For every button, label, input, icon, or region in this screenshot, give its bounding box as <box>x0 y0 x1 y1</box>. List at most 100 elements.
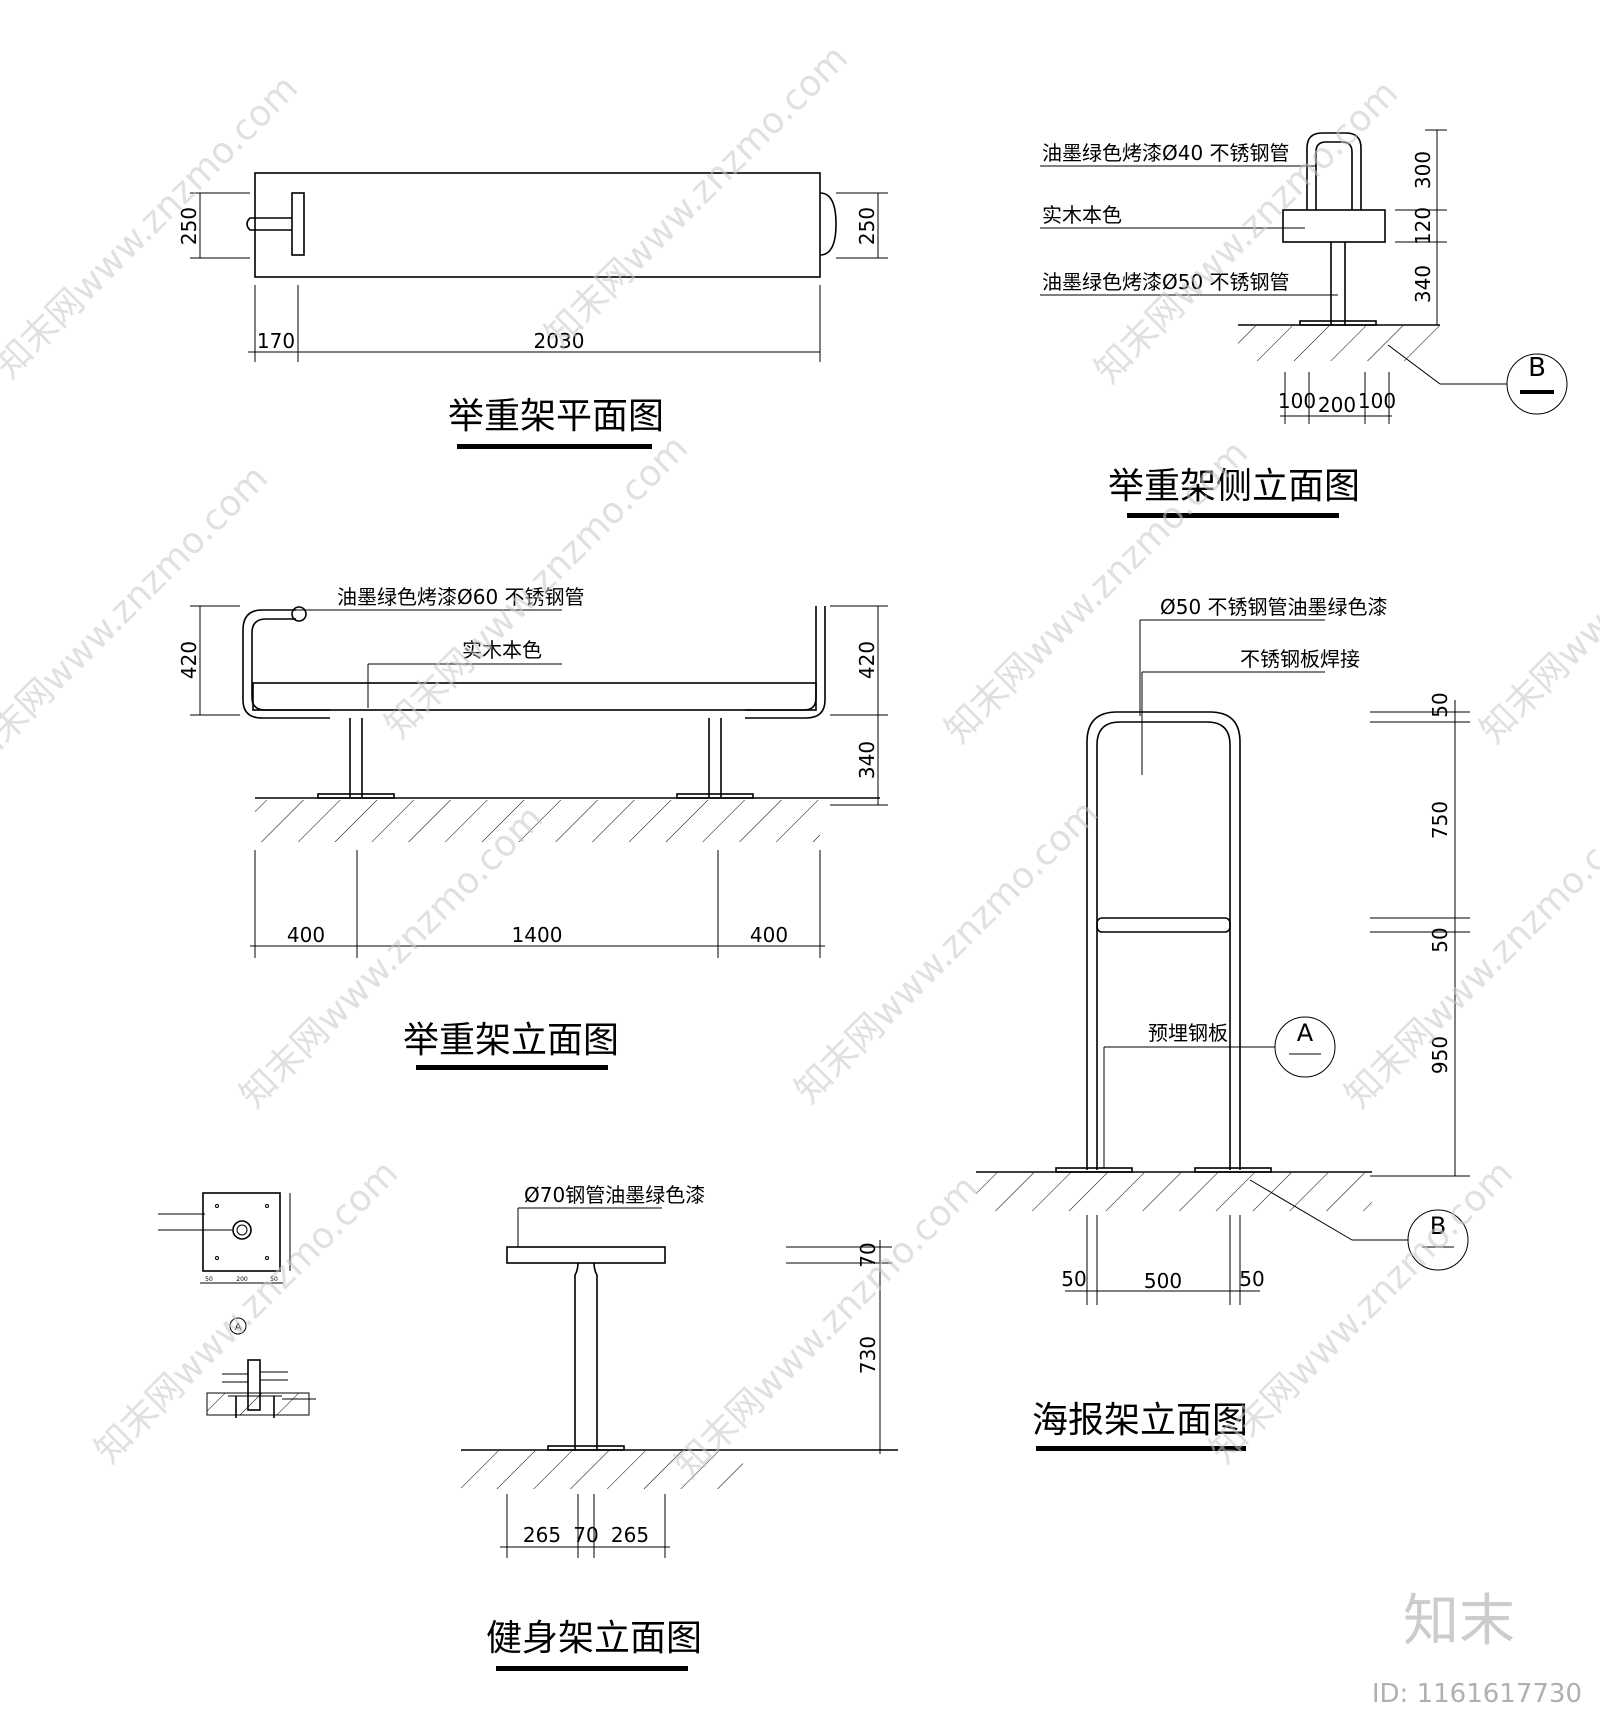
poster-label-tube50: Ø50 不锈钢管油墨绿色漆 <box>1160 595 1388 619</box>
detail-section-post <box>247 1359 261 1411</box>
poster-dim-750: 750 <box>1428 801 1452 839</box>
poster-dim-50-right: 50 <box>1239 1267 1264 1291</box>
fitness-label-tube70: Ø70钢管油墨绿色漆 <box>524 1183 705 1207</box>
plan-title-underline <box>457 444 652 449</box>
plan-dim-left: 250 <box>177 207 201 245</box>
poster-dim-50a: 50 <box>1428 692 1452 717</box>
side-ground-hatch <box>1238 326 1440 361</box>
detail-plate-plan <box>202 1192 281 1272</box>
front-ground-hatch <box>255 800 820 842</box>
detail-dim-50a: 50 <box>205 1276 213 1283</box>
front-wood-seat <box>252 682 817 711</box>
side-label-tube40: 油墨绿色烤漆Ø40 不锈钢管 <box>1042 141 1290 165</box>
detail-callout-a <box>229 1317 247 1335</box>
poster-callout-b-label: B <box>1430 1212 1446 1240</box>
detail-plate-hole <box>232 1220 252 1240</box>
watermark-text: 知末网www.znzmo.com <box>0 458 276 777</box>
poster-dim-500: 500 <box>1144 1269 1182 1293</box>
front-dim-right-420: 420 <box>855 641 879 679</box>
side-title-underline <box>1127 513 1339 518</box>
image-id-label: ID: 1161617730 <box>1372 1679 1582 1709</box>
fitness-ground-hatch <box>461 1451 743 1489</box>
watermark-layer: 知末网www.znzmo.com 知末网www.znzmo.com 知末网www… <box>0 38 1600 1487</box>
side-callout-b <box>1506 353 1568 415</box>
front-label-wood: 实木本色 <box>462 638 542 662</box>
detail-dim-200: 200 <box>236 1276 248 1283</box>
poster-title: 海报架立面图 <box>1032 1400 1248 1441</box>
poster-ground-hatch <box>976 1173 1372 1211</box>
poster-frame-outer <box>1086 711 1241 1170</box>
side-wood-seat <box>1282 209 1386 243</box>
plan-bench-outline <box>254 172 821 278</box>
plan-view: 250 250 170 2030 举重架平面图 <box>177 172 888 449</box>
side-dim-200: 200 <box>1318 393 1356 417</box>
side-callout-b-label: B <box>1528 353 1546 383</box>
poster-elevation: Ø50 不锈钢管油墨绿色漆 不锈钢板焊接 预埋钢板 A B 50 750 50 … <box>976 595 1470 1451</box>
detail-drawings: 50 200 50 A <box>158 1192 316 1418</box>
watermark-text: 知末网www.znzmo.com <box>537 38 856 357</box>
brand-logo: 知末 <box>1403 1589 1515 1654</box>
watermark-text: 知末网www.znzmo.com <box>667 1168 986 1487</box>
watermark-text: 知末网www.znzmo.com <box>1472 433 1600 752</box>
front-tube-cap <box>291 606 307 622</box>
plan-dim-170: 170 <box>257 329 295 353</box>
watermark-text: 知末网www.znzmo.com <box>1337 798 1600 1117</box>
fitness-elevation: Ø70钢管油墨绿色漆 70 730 265 70 265 健身架立面图 <box>461 1183 898 1671</box>
poster-label-plate-weld: 不锈钢板焊接 <box>1240 647 1360 671</box>
front-dim-400a: 400 <box>287 923 325 947</box>
front-dim-right-340: 340 <box>855 741 879 779</box>
plan-bar-plate <box>291 192 305 256</box>
fitness-post-right <box>593 1262 598 1450</box>
front-dim-left-420: 420 <box>177 641 201 679</box>
front-title: 举重架立面图 <box>403 1020 619 1061</box>
plan-bar-end <box>819 192 837 256</box>
fitness-dim-265b: 265 <box>611 1523 649 1547</box>
fitness-dim-730: 730 <box>856 1336 880 1374</box>
side-title: 举重架侧立面图 <box>1108 466 1360 507</box>
watermark-text: 知末网www.znzmo.com <box>937 433 1256 752</box>
fitness-title-underline <box>496 1666 688 1671</box>
poster-callout-b <box>1407 1209 1469 1271</box>
detail-callout-a-label: A <box>235 1322 242 1333</box>
front-right-frame-outer <box>745 606 826 719</box>
plan-bar-stub <box>246 217 292 231</box>
front-left-frame-outer <box>242 609 330 719</box>
fitness-top-tube <box>506 1246 666 1264</box>
poster-dim-50b: 50 <box>1428 927 1452 952</box>
fitness-dim-265a: 265 <box>523 1523 561 1547</box>
fitness-post-left <box>574 1262 579 1450</box>
fitness-dim-70h: 70 <box>573 1523 598 1547</box>
side-dim-120: 120 <box>1411 207 1435 245</box>
side-label-tube50: 油墨绿色烤漆Ø50 不锈钢管 <box>1042 270 1290 294</box>
plan-dim-right: 250 <box>855 207 879 245</box>
poster-dim-950: 950 <box>1428 1036 1452 1074</box>
plan-dim-2030: 2030 <box>534 329 585 353</box>
front-elevation: 油墨绿色烤漆Ø60 不锈钢管 实木本色 420 420 340 400 1400… <box>177 585 888 1070</box>
poster-callout-a <box>1274 1016 1336 1078</box>
side-dim-340: 340 <box>1411 265 1435 303</box>
fitness-dim-70v: 70 <box>856 1242 880 1267</box>
side-dim-300: 300 <box>1411 151 1435 189</box>
side-frame-tube-outer <box>1306 132 1362 210</box>
detail-dim-50b: 50 <box>270 1276 278 1283</box>
watermark-text: 知末网www.znzmo.com <box>87 1153 406 1472</box>
fitness-title: 健身架立面图 <box>486 1618 702 1659</box>
side-dim-100a: 100 <box>1278 389 1316 413</box>
plan-title: 举重架平面图 <box>448 396 664 437</box>
front-dim-400b: 400 <box>750 923 788 947</box>
front-right-frame-inner <box>745 606 817 711</box>
poster-callout-a-label: A <box>1297 1019 1314 1047</box>
watermark-text: 知末网www.znzmo.com <box>787 793 1106 1112</box>
poster-frame-inner <box>1096 721 1231 1170</box>
poster-label-embedded-plate: 预埋钢板 <box>1148 1021 1228 1045</box>
side-frame-tube-inner <box>1315 141 1353 210</box>
poster-crossbar <box>1096 917 1231 933</box>
front-title-underline <box>416 1065 608 1070</box>
side-elevation: 油墨绿色烤漆Ø40 不锈钢管 实木本色 油墨绿色烤漆Ø50 不锈钢管 300 1… <box>1040 129 1568 518</box>
front-dim-1400: 1400 <box>512 923 563 947</box>
front-label-tube60: 油墨绿色烤漆Ø60 不锈钢管 <box>337 585 585 609</box>
poster-dim-50-left: 50 <box>1061 1267 1086 1291</box>
side-dim-100b: 100 <box>1358 389 1396 413</box>
front-left-frame-inner <box>251 618 330 711</box>
